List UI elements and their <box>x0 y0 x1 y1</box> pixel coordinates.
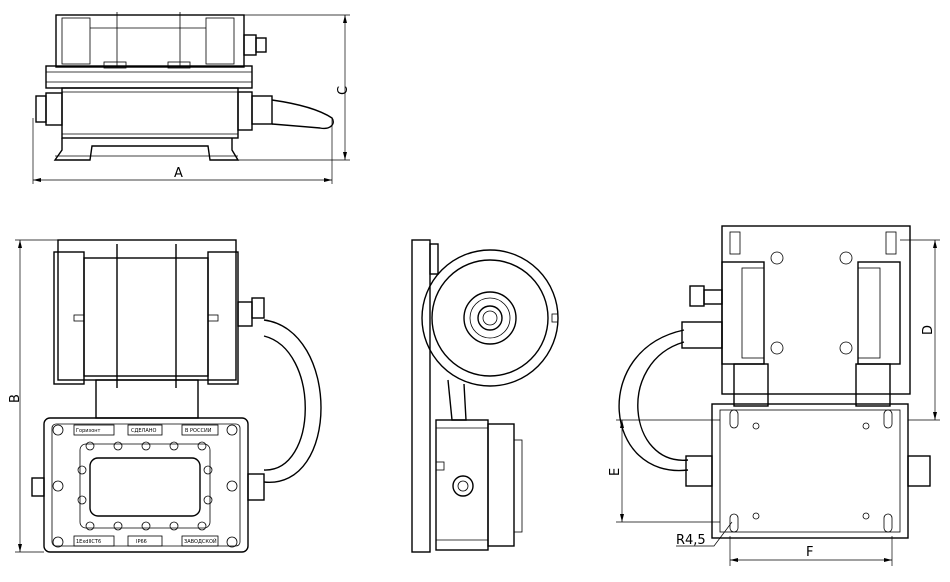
dim-label-e: E <box>608 468 623 476</box>
dim-label-b: B <box>8 394 23 403</box>
plate-text-4: 1ExdIICT6 <box>76 539 101 545</box>
plate-text-5: IP66 <box>136 539 147 545</box>
dim-label-f: F <box>806 545 813 560</box>
plate-text-1: Горизонт <box>76 428 101 434</box>
side-view <box>411 239 559 553</box>
dim-label-d: D <box>921 325 936 335</box>
plate-text-2: СДЕЛАНО <box>131 428 156 434</box>
dim-label-radius: R4,5 <box>676 533 706 548</box>
front-view <box>15 239 322 553</box>
dim-label-a: A <box>174 166 183 181</box>
dim-label-c: C <box>336 86 351 95</box>
side-elevation-view <box>32 12 350 184</box>
plate-text-6: ЗАВОДСКОЙ <box>184 538 217 545</box>
plate-text-3: В РОССИИ <box>185 428 212 434</box>
rear-view <box>616 225 940 566</box>
